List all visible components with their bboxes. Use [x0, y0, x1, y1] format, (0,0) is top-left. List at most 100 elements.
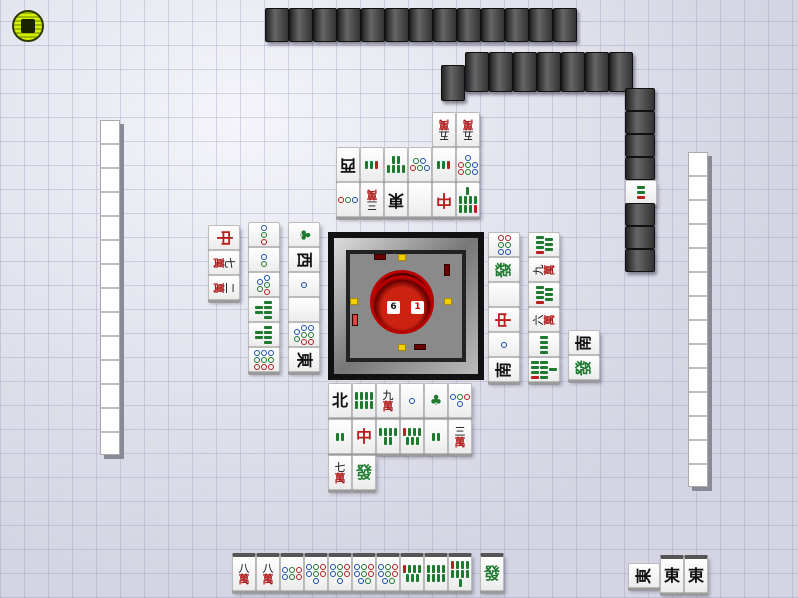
- tile-2s-icon: [425, 422, 447, 452]
- hidden-tile: [409, 8, 433, 42]
- discard-tile: 南: [488, 357, 520, 382]
- discard-tile: [528, 357, 560, 382]
- discard-tile: 東: [384, 182, 408, 217]
- tile-7p-icon: [329, 559, 351, 589]
- meld-tile: 東: [684, 555, 708, 593]
- tile-Fz-icon: 發: [574, 359, 593, 376]
- tile-2m-icon: 二萬: [212, 282, 236, 293]
- hand-tile[interactable]: [448, 553, 472, 591]
- discard-tile: 九萬: [376, 383, 400, 418]
- discard-tile: 發: [352, 455, 376, 490]
- discard-tile: [528, 332, 560, 357]
- hidden-tile: [489, 52, 513, 92]
- tile-4s-icon: [529, 334, 559, 356]
- discard-tile: [248, 272, 280, 297]
- tile-3p-icon: [337, 185, 359, 215]
- tile-1s-icon: ♣: [296, 228, 312, 241]
- tile-3m-icon: 三萬: [454, 424, 466, 449]
- tile-Sz-icon: 南: [494, 361, 513, 378]
- discard-tile: [352, 383, 376, 418]
- tile-5m-icon: 五萬: [438, 117, 450, 142]
- hand-tile[interactable]: 發: [480, 553, 504, 591]
- discard-tile: 南: [568, 330, 600, 355]
- hand-tile[interactable]: [400, 553, 424, 591]
- discard-tile: 中: [488, 307, 520, 332]
- tile-6m-icon: 六萬: [532, 314, 556, 325]
- hand-tile[interactable]: 八萬: [256, 553, 280, 591]
- tile-3p-icon: [249, 224, 279, 246]
- hand-tile[interactable]: [280, 553, 304, 591]
- tile-5p-icon: [409, 150, 431, 180]
- tile-1p-icon: [289, 274, 319, 296]
- tile-5m-icon: 五萬: [462, 117, 474, 142]
- tile-Ez-icon: 東: [388, 190, 405, 210]
- center-console: 6 1: [328, 232, 484, 380]
- discard-tile: 三萬: [360, 182, 384, 217]
- tile-Fz-icon: 發: [483, 563, 500, 583]
- discard-tile: [448, 383, 472, 418]
- hidden-tile: [625, 88, 655, 111]
- hand-tile[interactable]: [376, 553, 400, 591]
- discard-tile: 發: [488, 257, 520, 282]
- tile-9s-icon: [529, 359, 559, 381]
- discard-tile: 北: [328, 383, 352, 418]
- riichi-stick: [444, 264, 450, 276]
- tile-7p-icon: [457, 150, 479, 180]
- hidden-tile: [313, 8, 337, 42]
- hidden-tile: [625, 226, 655, 249]
- hand-tile[interactable]: [352, 553, 376, 591]
- tile-Cz-icon: 中: [215, 229, 234, 246]
- hidden-tile: [457, 8, 481, 42]
- round-indicator-icon[interactable]: [12, 10, 44, 42]
- hidden-tile: [441, 65, 465, 101]
- discard-tile: [456, 182, 480, 217]
- hand-tile[interactable]: 八萬: [232, 553, 256, 591]
- hand-tile[interactable]: [424, 553, 448, 591]
- die: 1: [411, 301, 424, 314]
- hidden-tile: [625, 203, 655, 226]
- hidden-tile: [337, 8, 361, 42]
- tile-Ez-icon: 東: [634, 567, 653, 584]
- hand-tile[interactable]: [328, 553, 352, 591]
- tile-4p-icon: [449, 386, 471, 416]
- tile-8p-icon: [289, 324, 319, 346]
- discard-tile: [248, 347, 280, 372]
- hidden-tile: [465, 52, 489, 92]
- tile-7m-icon: 七萬: [212, 257, 236, 268]
- discard-tile: 五萬: [456, 112, 480, 147]
- tile-7s-icon: [401, 422, 423, 452]
- discard-tile: [528, 232, 560, 257]
- seat-indicator: [444, 298, 452, 305]
- hidden-tile: [513, 52, 537, 92]
- tile-Ez-icon: 東: [295, 351, 314, 368]
- hidden-tile: [265, 8, 289, 42]
- discard-tile: [408, 147, 432, 182]
- tile-2s-icon: [329, 422, 351, 452]
- discard-tile: 東: [288, 347, 320, 372]
- discard-tile: 九萬: [528, 257, 560, 282]
- tile-8s-icon: [425, 559, 447, 589]
- discard-tile: 三萬: [448, 419, 472, 454]
- tile-Wz-icon: 西: [295, 251, 314, 268]
- revealed-tile: [625, 180, 657, 205]
- tile-Ez-icon: 東: [663, 565, 680, 585]
- tile-8p-icon: [377, 559, 399, 589]
- tile-6p-icon: [489, 234, 519, 256]
- discard-tile: [288, 297, 320, 322]
- seat-indicator: [350, 298, 358, 305]
- hidden-tile: [585, 52, 609, 92]
- tile-8m-icon: 八萬: [262, 561, 274, 586]
- discard-tile: 五萬: [432, 112, 456, 147]
- hand-tile[interactable]: [304, 553, 328, 591]
- tile-5p-icon: [249, 274, 279, 296]
- tile-9m-icon: 九萬: [382, 388, 394, 413]
- dice-pot[interactable]: 6 1: [370, 270, 434, 334]
- discard-tile: [248, 322, 280, 347]
- discard-tile: [328, 419, 352, 454]
- die: 6: [387, 301, 400, 314]
- tile-1p-icon: [489, 334, 519, 356]
- riichi-stick: [374, 254, 386, 260]
- tile-Ez-icon: 東: [687, 565, 704, 585]
- discard-tile: [408, 182, 432, 217]
- discard-tile: 中: [432, 182, 456, 217]
